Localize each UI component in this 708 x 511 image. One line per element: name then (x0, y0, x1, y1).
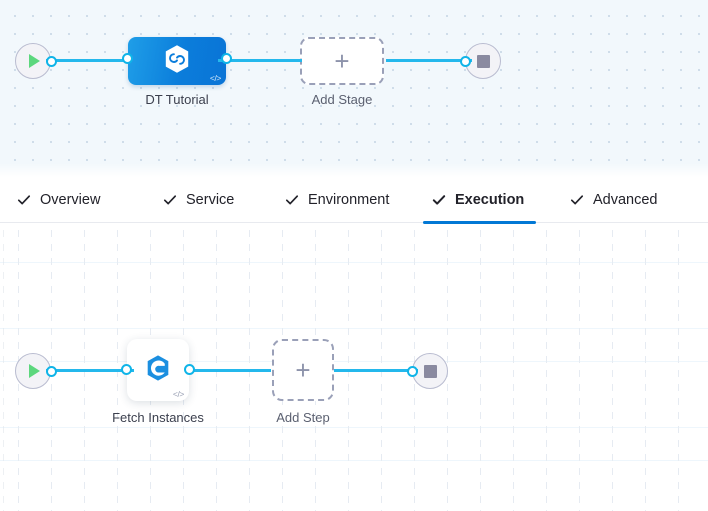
plus-icon: + (334, 46, 350, 76)
step-output-ring[interactable] (184, 364, 195, 375)
pipeline-end-node[interactable] (460, 43, 501, 79)
tab-overview-label: Overview (40, 191, 101, 208)
stage-output-ring[interactable] (221, 53, 232, 64)
tab-advanced[interactable]: Advanced (570, 177, 658, 223)
pipeline-start-node[interactable] (15, 43, 57, 79)
stage-input-ring[interactable] (122, 53, 133, 64)
stop-icon (423, 364, 437, 378)
check-icon (285, 193, 299, 207)
stage-graph-canvas[interactable]: </> DT Tutorial + Add Stage (0, 0, 708, 177)
tab-environment-label: Environment (308, 191, 390, 208)
code-badge-icon: </> (209, 72, 221, 83)
step-node-body[interactable]: </> (127, 339, 189, 401)
add-stage-button[interactable]: + (300, 37, 384, 85)
tab-execution-label: Execution (455, 191, 525, 208)
stop-icon (476, 54, 490, 68)
add-step-node[interactable]: + Add Step (272, 339, 334, 425)
wire-step-to-addstep (189, 369, 271, 372)
step-input-ring[interactable] (121, 364, 132, 375)
execution-end-connector-ring[interactable] (407, 366, 418, 377)
tab-advanced-label: Advanced (593, 191, 658, 208)
tab-service[interactable]: Service (163, 177, 234, 223)
wire-start-to-step (46, 369, 134, 372)
add-step-button[interactable]: + (272, 339, 334, 401)
check-icon (17, 193, 31, 207)
add-stage-label: Add Stage (311, 92, 373, 107)
tab-execution[interactable]: Execution (422, 177, 537, 224)
execution-start-node[interactable] (15, 353, 57, 389)
stage-node-dt-tutorial[interactable]: </> DT Tutorial (122, 37, 232, 107)
check-icon (432, 193, 446, 207)
step-node-label: Fetch Instances (112, 410, 204, 425)
tab-environment[interactable]: Environment (285, 177, 389, 223)
end-connector-ring[interactable] (460, 56, 471, 67)
wire-start-to-stage (46, 59, 131, 62)
wire-addstage-to-end (386, 59, 472, 62)
harness-hexagon-icon (161, 43, 193, 80)
execution-end-node[interactable] (407, 353, 448, 389)
ecs-hexagon-e-icon (143, 353, 173, 388)
play-icon (29, 54, 40, 68)
tab-service-label: Service (186, 191, 235, 208)
plus-icon: + (295, 355, 311, 385)
stage-config-tabs: Overview Service Environment Execution A (0, 177, 708, 224)
stage-node-label: DT Tutorial (145, 92, 209, 107)
add-step-label: Add Step (276, 410, 330, 425)
start-connector-ring[interactable] (46, 56, 57, 67)
code-badge-icon: </> (172, 388, 184, 399)
add-stage-node[interactable]: + Add Stage (300, 37, 384, 107)
execution-end-circle (412, 353, 448, 389)
wire-addstep-to-end (334, 369, 418, 372)
execution-start-connector-ring[interactable] (46, 366, 57, 377)
grid-dash-overlay (0, 223, 708, 511)
check-icon (163, 193, 177, 207)
check-icon (570, 193, 584, 207)
wire-stage-to-addstage (218, 59, 302, 62)
stage-node-body[interactable]: </> (128, 37, 226, 85)
execution-graph-canvas[interactable]: </> Fetch Instances + Add Step (0, 223, 708, 511)
play-icon (29, 364, 40, 378)
pipeline-start-circle (15, 43, 51, 79)
tab-overview[interactable]: Overview (17, 177, 100, 223)
step-node-fetch-instances[interactable]: </> Fetch Instances (112, 339, 204, 425)
